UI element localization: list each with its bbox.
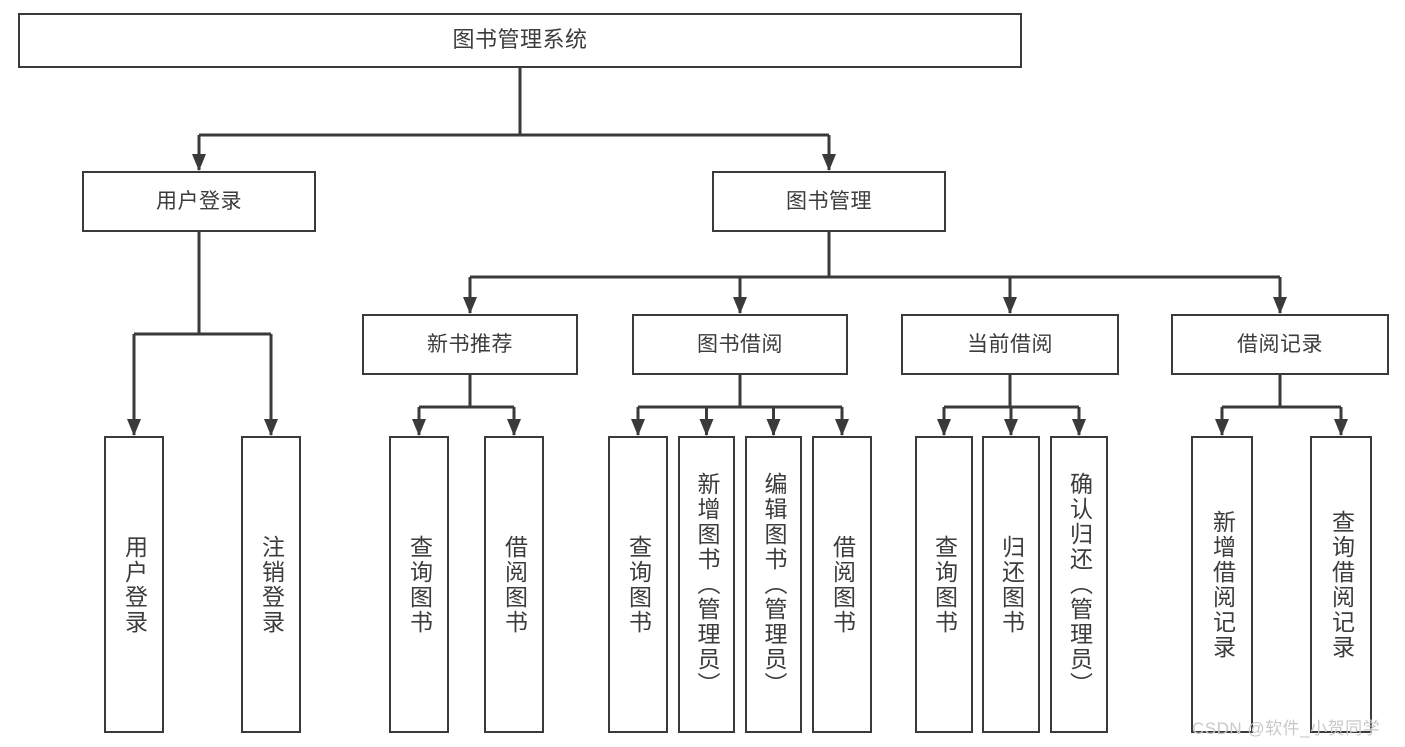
node-label: 用户登录 — [156, 189, 242, 213]
node-leaf9[interactable]: 查询图书 — [915, 436, 973, 733]
arrowhead-leaf2 — [264, 419, 278, 436]
node-label: 用户登录 — [121, 534, 148, 635]
node-label: 归还图书 — [998, 534, 1025, 635]
node-leaf4[interactable]: 借阅图书 — [484, 436, 544, 733]
arrowhead-leaf13 — [1334, 419, 1348, 436]
node-leaf2[interactable]: 注销登录 — [241, 436, 301, 733]
arrowhead-leaf12 — [1215, 419, 1229, 436]
node-label: 借阅图书 — [829, 534, 856, 635]
arrowhead-leaf9 — [937, 419, 951, 436]
node-label: 当前借阅 — [967, 332, 1053, 356]
arrowhead-l3d — [1273, 297, 1287, 314]
node-label: 图书管理 — [786, 189, 872, 213]
arrowhead-leaf7 — [766, 419, 781, 436]
node-leaf13[interactable]: 查询借阅记录 — [1310, 436, 1372, 733]
node-label: 借阅图书 — [501, 534, 528, 635]
arrowhead-leaf3 — [412, 419, 426, 436]
node-label: 查询图书 — [625, 534, 652, 635]
node-l3b[interactable]: 图书借阅 — [632, 314, 848, 375]
arrowhead-leaf5 — [631, 419, 645, 436]
node-leaf1[interactable]: 用户登录 — [104, 436, 164, 733]
node-label: 图书管理系统 — [452, 27, 588, 53]
node-l2a[interactable]: 用户登录 — [82, 171, 316, 232]
node-label: 图书借阅 — [697, 332, 783, 356]
node-label: 查询图书 — [406, 534, 433, 635]
arrowhead-l3a — [463, 297, 477, 314]
node-label: 新书推荐 — [427, 332, 513, 356]
arrowhead-leaf8 — [835, 419, 849, 436]
node-label: 编辑图书（管理员） — [761, 472, 787, 697]
node-l3d[interactable]: 借阅记录 — [1171, 314, 1389, 375]
node-label: 新增图书（管理员） — [694, 472, 720, 697]
arrowhead-leaf1 — [127, 419, 141, 436]
arrowhead-leaf4 — [507, 419, 521, 436]
node-leaf11[interactable]: 确认归还（管理员） — [1050, 436, 1108, 733]
node-leaf7[interactable]: 编辑图书（管理员） — [745, 436, 802, 733]
node-label: 注销登录 — [258, 534, 285, 635]
node-l3a[interactable]: 新书推荐 — [362, 314, 578, 375]
arrowhead-l2b — [822, 154, 836, 171]
node-label: 确认归还（管理员） — [1066, 472, 1093, 697]
node-leaf5[interactable]: 查询图书 — [608, 436, 668, 733]
node-label: 查询借阅记录 — [1328, 509, 1355, 660]
arrowhead-leaf11 — [1072, 419, 1086, 436]
node-leaf3[interactable]: 查询图书 — [389, 436, 449, 733]
node-leaf8[interactable]: 借阅图书 — [812, 436, 872, 733]
arrowhead-leaf10 — [1004, 419, 1018, 436]
node-leaf12[interactable]: 新增借阅记录 — [1191, 436, 1253, 733]
node-label: 查询图书 — [931, 534, 958, 635]
arrowhead-l3c — [1003, 297, 1017, 314]
node-label: 新增借阅记录 — [1209, 509, 1236, 660]
arrowhead-l3b — [733, 297, 747, 314]
arrowhead-leaf6 — [699, 419, 714, 436]
node-label: 借阅记录 — [1237, 332, 1323, 356]
node-root[interactable]: 图书管理系统 — [18, 13, 1022, 68]
node-l3c[interactable]: 当前借阅 — [901, 314, 1119, 375]
node-leaf6[interactable]: 新增图书（管理员） — [678, 436, 735, 733]
arrowhead-l2a — [192, 154, 206, 171]
node-l2b[interactable]: 图书管理 — [712, 171, 946, 232]
node-leaf10[interactable]: 归还图书 — [982, 436, 1040, 733]
